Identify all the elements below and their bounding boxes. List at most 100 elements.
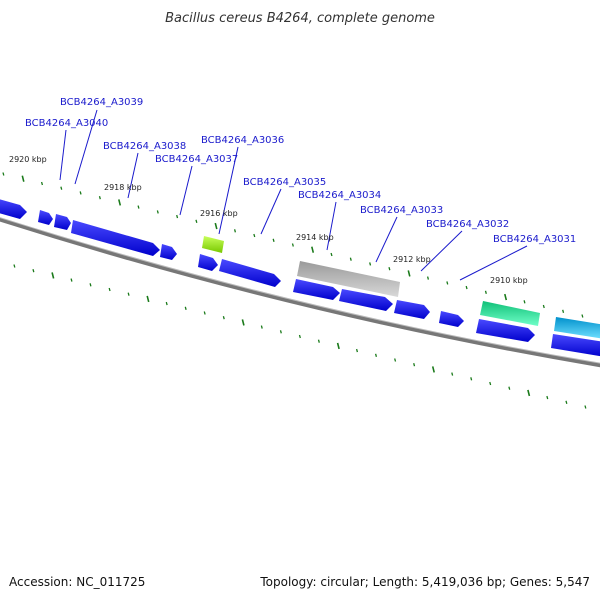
gene-labels: BCB4264_A3039 BCB4264_A3040 BCB4264_A303… [25,97,576,245]
gene-arrow[interactable] [439,311,464,327]
label-leader-lines [59,109,528,281]
gene-label[interactable]: BCB4264_A3040 [25,118,108,129]
minor-tick [584,405,587,409]
gene-arrow[interactable] [54,214,71,230]
major-tick [118,199,122,206]
minor-tick [79,191,82,195]
major-tick [51,272,55,279]
gene-arrow-cyan[interactable] [554,317,600,339]
major-tick [241,319,245,326]
minor-tick [98,196,101,200]
minor-tick [451,372,454,376]
minor-tick [369,262,372,266]
gene-label[interactable]: BCB4264_A3032 [426,219,509,230]
forward-strand-genes [0,198,600,357]
major-tick [504,293,508,301]
kbp-label: 2920 kbp [9,155,47,164]
minor-tick [317,339,320,343]
gene-arrow[interactable] [0,198,27,219]
minor-tick [156,210,159,214]
minor-tick [508,386,511,390]
gene-label[interactable]: BCB4264_A3038 [103,141,186,152]
major-tick [407,270,411,277]
minor-tick [470,377,473,381]
minor-tick [203,311,206,315]
kbp-label: 2916 kbp [200,209,238,218]
minor-tick [465,285,468,290]
minor-tick [546,395,549,400]
minor-tick [60,186,63,190]
minor-tick [565,400,568,404]
minor-tick [489,381,492,386]
gene-arrow[interactable] [160,244,177,260]
accession-text: Accession: NC_011725 [9,575,145,589]
minor-tick [279,330,282,334]
minor-tick [260,325,263,329]
gene-arrow[interactable] [394,300,430,319]
kbp-label: 2912 kbp [393,255,431,264]
minor-tick [349,257,352,261]
major-tick [527,389,531,397]
minor-tick [426,276,430,280]
minor-tick [127,292,130,296]
gene-arrow[interactable] [198,254,218,271]
gene-arrow[interactable] [71,220,160,256]
minor-tick [222,316,225,320]
minor-tick [137,205,140,209]
minor-tick [374,353,378,357]
minor-tick [562,309,565,313]
minor-tick [355,348,359,353]
minor-tick [446,281,449,285]
gene-arrow-teal[interactable] [480,301,540,326]
minor-tick [176,214,179,219]
minor-tick [542,304,545,309]
major-tick [311,246,315,253]
major-tick [146,295,150,303]
minor-tick [330,252,333,257]
minor-tick [272,238,275,242]
minor-tick [70,278,73,282]
gene-label[interactable]: BCB4264_A3034 [298,190,381,201]
minor-tick [233,229,237,233]
gene-arrow[interactable] [293,279,340,300]
gene-arrow-gray[interactable] [297,261,400,297]
gene-label[interactable]: BCB4264_A3031 [493,234,576,245]
gene-arrow[interactable] [219,259,281,287]
gene-label[interactable]: BCB4264_A3036 [201,135,284,146]
minor-tick [32,269,35,273]
inner-tick-ring [13,264,587,409]
kbp-labels: 2920 kbp 2918 kbp 2916 kbp 2914 kbp 2912… [9,155,528,285]
minor-tick [581,314,584,318]
minor-tick [394,358,397,362]
major-tick [336,342,340,350]
minor-tick [195,219,198,223]
minor-tick [298,334,301,339]
minor-tick [413,363,416,367]
gene-arrow[interactable] [339,289,393,311]
gene-label[interactable]: BCB4264_A3037 [155,154,238,165]
gene-arrow[interactable] [551,334,600,357]
minor-tick [13,264,16,268]
backbone-highlight [0,217,600,364]
gene-label[interactable]: BCB4264_A3033 [360,205,443,216]
gene-label[interactable]: BCB4264_A3035 [243,177,326,188]
major-tick [214,222,218,230]
minor-tick [291,243,294,247]
gene-arrow[interactable] [476,319,535,342]
minor-tick [165,301,168,306]
kbp-label: 2914 kbp [296,233,334,242]
minor-tick [253,233,256,238]
gene-label[interactable]: BCB4264_A3039 [60,97,143,108]
kbp-label: 2918 kbp [104,183,142,192]
kbp-label: 2910 kbp [490,276,528,285]
minor-tick [2,172,5,176]
gene-arrow[interactable] [38,210,53,225]
major-tick [21,175,25,182]
minor-tick [184,306,187,310]
major-tick [431,366,435,373]
genome-summary-text: Topology: circular; Length: 5,419,036 bp… [259,575,590,589]
minor-tick [108,287,111,292]
minor-tick [40,181,44,186]
gene-arrow-highlight-green[interactable] [202,236,224,253]
